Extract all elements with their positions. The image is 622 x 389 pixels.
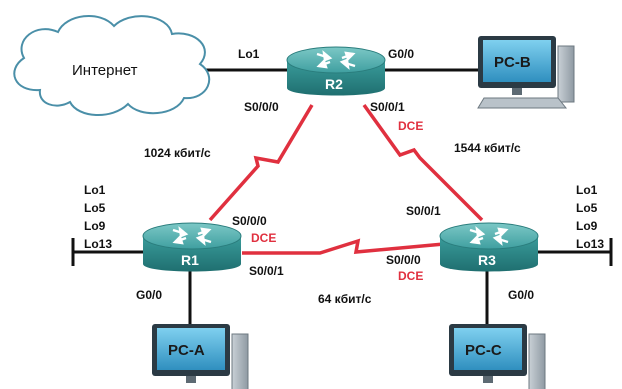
- pc-name: PC-C: [465, 342, 502, 359]
- r3-s000-label: S0/0/0: [386, 253, 421, 267]
- r1-dce-label: DCE: [251, 231, 276, 245]
- link-speed-labels: 1024 кбит/с 1544 кбит/с 64 кбит/с: [144, 141, 521, 306]
- pc-c: PC-C: [449, 324, 546, 389]
- r3-dce-label: DCE: [398, 269, 423, 283]
- cloud-label: Интернет: [72, 62, 138, 79]
- r1-loopback-label: Lo13: [84, 237, 112, 251]
- internet-cloud: Интернет: [13, 14, 211, 117]
- r2-s001-label: S0/0/1: [370, 100, 405, 114]
- serial-link-r1-r3: [242, 238, 445, 255]
- pc-b: PC-B: [477, 36, 575, 109]
- desktop-pc-icon: [477, 36, 575, 109]
- router-r3: R3: [439, 222, 539, 272]
- cloud-icon: [13, 14, 211, 117]
- router-name: R3: [478, 252, 496, 268]
- speed-r1-r3-label: 64 кбит/с: [318, 292, 372, 306]
- desktop-pc-icon: [449, 324, 546, 389]
- serial-link-r2-r3: [362, 103, 484, 222]
- r1-g0-label: G0/0: [136, 288, 162, 302]
- ethernet-links: [71, 68, 613, 325]
- r3-s001-label: S0/0/1: [406, 204, 441, 218]
- loopback-labels-r3: Lo1 Lo5 Lo9 Lo13: [576, 183, 604, 251]
- r3-loopback-label: Lo5: [576, 201, 598, 215]
- interface-labels: Lo1 G0/0 S0/0/0 S0/0/1 DCE S0/0/0 DCE S0…: [136, 47, 534, 302]
- serial-link-r1-r2: [208, 104, 314, 222]
- r1-loopback-label: Lo1: [84, 183, 106, 197]
- r2-dce-label: DCE: [398, 119, 423, 133]
- speed-r2-r3-label: 1544 кбит/с: [454, 141, 521, 155]
- pc-name: PC-A: [168, 342, 205, 359]
- router-icon: [286, 46, 386, 96]
- r2-g0-label: G0/0: [388, 47, 414, 61]
- router-r2: R2: [286, 46, 386, 96]
- r3-loopback-label: Lo9: [576, 219, 598, 233]
- loopback-labels-r1: Lo1 Lo5 Lo9 Lo13: [84, 183, 112, 251]
- r1-loopback-label: Lo9: [84, 219, 106, 233]
- router-icon: [439, 222, 539, 272]
- r1-loopback-label: Lo5: [84, 201, 106, 215]
- r3-loopback-label: Lo1: [576, 183, 598, 197]
- router-icon: [142, 222, 242, 272]
- pc-name: PC-B: [494, 54, 531, 71]
- speed-r1-r2-label: 1024 кбит/с: [144, 146, 211, 160]
- router-name: R2: [325, 76, 343, 92]
- desktop-pc-icon: [152, 324, 249, 389]
- r2-lo1-label: Lo1: [238, 47, 260, 61]
- pc-a: PC-A: [152, 324, 249, 389]
- serial-links: [208, 103, 484, 255]
- r1-s000-label: S0/0/0: [232, 214, 267, 228]
- router-r1: R1: [142, 222, 242, 272]
- r2-s000-label: S0/0/0: [244, 100, 279, 114]
- r1-s001-label: S0/0/1: [249, 264, 284, 278]
- router-name: R1: [181, 252, 199, 268]
- r3-g0-label: G0/0: [508, 288, 534, 302]
- r3-loopback-label: Lo13: [576, 237, 604, 251]
